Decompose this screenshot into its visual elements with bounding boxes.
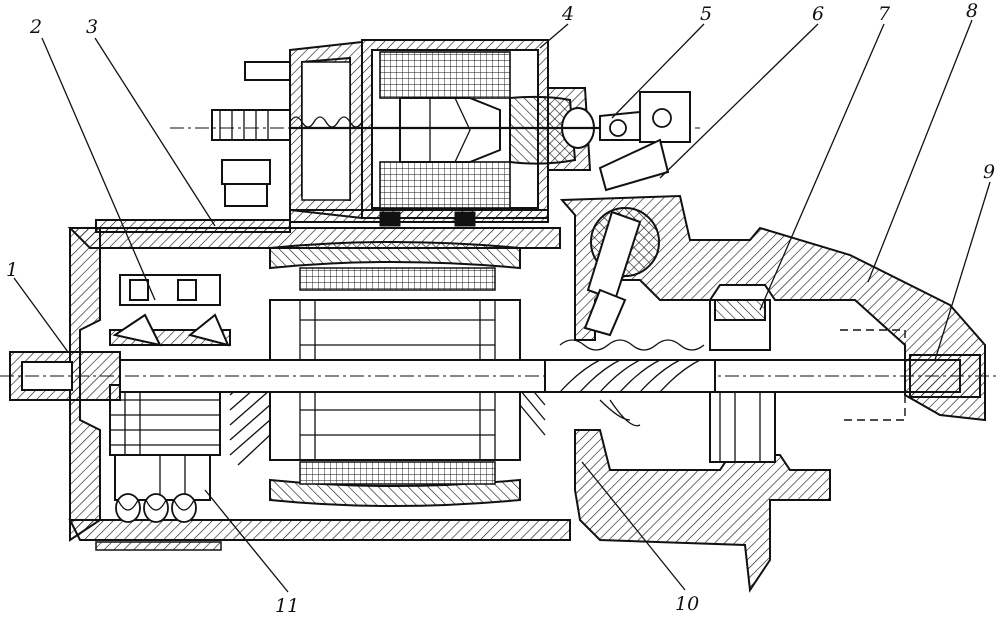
callout-2: 2 [29, 16, 42, 38]
leader-lines [13, 19, 991, 593]
callout-1: 1 [6, 259, 18, 281]
callout-4: 4 [561, 3, 574, 25]
callout-7: 7 [878, 3, 891, 25]
drive-housing [559, 194, 986, 593]
callout-8: 8 [966, 0, 978, 22]
callout-6: 6 [812, 3, 824, 25]
callout-9: 9 [983, 161, 995, 183]
solenoid-relay [170, 39, 700, 227]
drive-pinion-clutch [544, 299, 776, 463]
callout-11: 11 [275, 595, 299, 617]
callout-5: 5 [700, 3, 712, 25]
armature-shaft [0, 351, 1000, 401]
callout-3: 3 [86, 16, 98, 38]
motor-housing [67, 219, 571, 551]
callout-labels: 1 2 3 4 5 6 7 8 9 10 11 [6, 0, 995, 617]
brush-holder [109, 274, 231, 523]
callout-10: 10 [675, 593, 699, 615]
